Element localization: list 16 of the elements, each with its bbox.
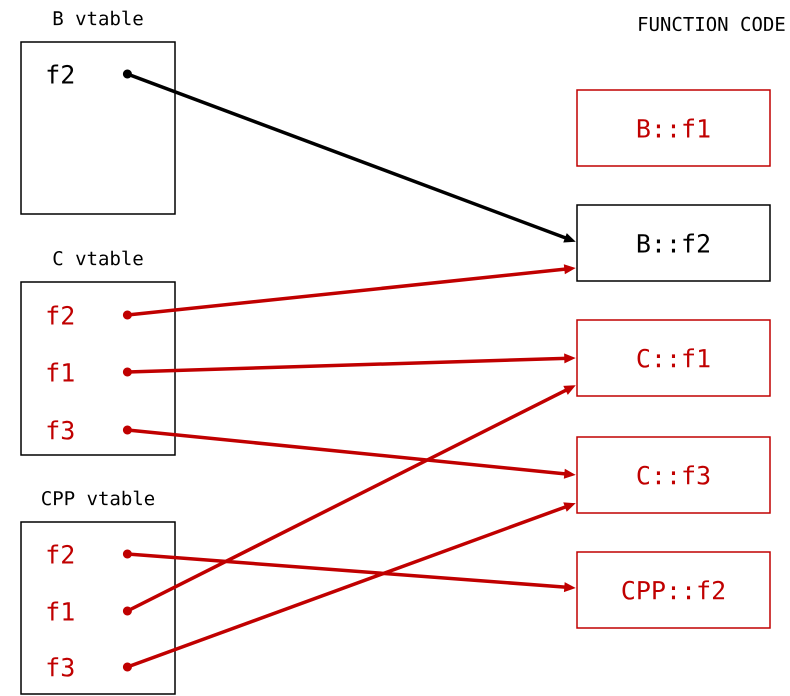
node-label: C vtable — [54, 250, 143, 266]
function-box: C::f1 — [576, 319, 771, 397]
vtable-entry: f1 — [48, 602, 74, 620]
vtable-entry: f3 — [48, 657, 74, 677]
vtable-entry: f2 — [48, 306, 74, 324]
function-box: B::f1 — [576, 89, 771, 167]
vtable-entry: f3 — [48, 420, 74, 440]
node-label: CPP vtable — [42, 490, 154, 506]
function-box: B::f2 — [576, 204, 771, 282]
node-label: B vtable — [54, 10, 143, 26]
vtable-entry: f2 — [48, 544, 74, 564]
function-box: C::f3 — [576, 436, 771, 514]
function-box: CPP::f2 — [576, 551, 771, 629]
vtable-entry: f2 — [48, 64, 74, 84]
vtable-entry: f1 — [48, 362, 74, 382]
column-heading: FUNCTION CODE — [639, 16, 785, 32]
